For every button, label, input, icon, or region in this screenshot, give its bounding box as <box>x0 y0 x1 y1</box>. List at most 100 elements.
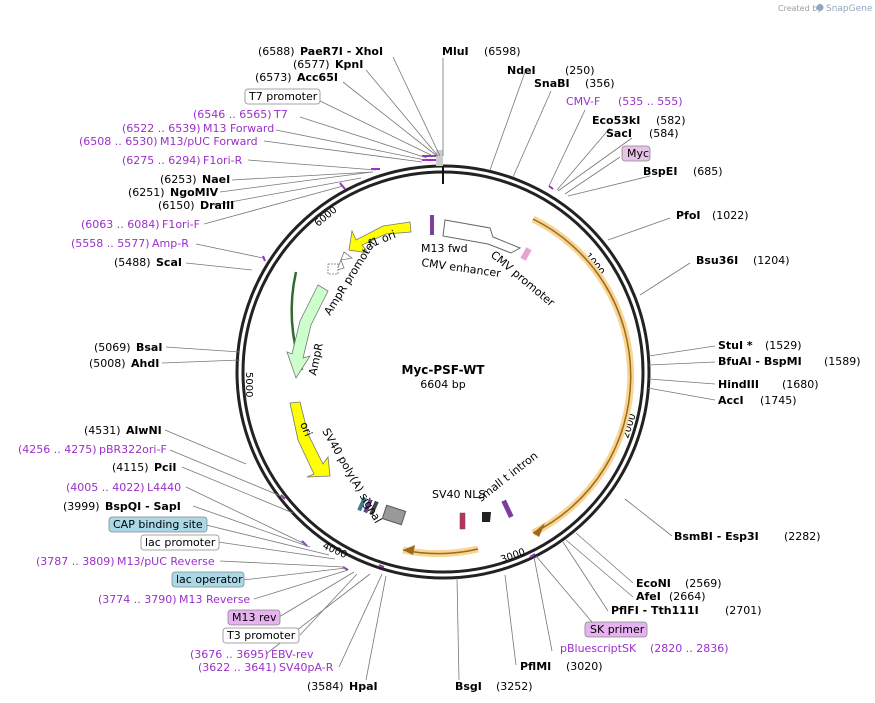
site-t7: (6546 .. 6565) T7 <box>193 108 288 121</box>
site-ebv-rev: (3676 .. 3695) EBV-rev <box>190 648 314 661</box>
site-pbr322ori-f: (4256 .. 4275) pBR322ori-F <box>18 443 167 456</box>
f1-ori: f1 ori <box>348 221 412 254</box>
amp-r-pos: (5558 .. 5577) <box>71 237 150 250</box>
plasmid-length: 6604 bp <box>420 378 465 391</box>
bsu36i-name: Bsu36I <box>696 254 738 267</box>
site-pbluescriptsk: pBluescriptSK (2820 .. 2836) <box>560 642 729 655</box>
small-t-intron-label: small t intron <box>475 449 540 504</box>
site-sv40pa-r: (3622 .. 3641) SV40pA-R <box>198 661 334 674</box>
snabi-pos: (356) <box>585 77 615 90</box>
cmv-f-pos: (535 .. 555) <box>618 95 683 108</box>
amp-r-name: Amp-R <box>152 237 189 250</box>
f1ori-r-name: F1ori-R <box>203 154 243 167</box>
hpai-name: HpaI <box>349 680 378 693</box>
kpni-name: KpnI <box>335 58 363 71</box>
site-sk-primer: SK primer <box>584 621 648 638</box>
pfoi-name: PfoI <box>676 209 701 222</box>
t7-name: T7 <box>273 108 288 121</box>
site-pflmi: PflMI (3020) <box>520 660 603 673</box>
afei-name: AfeI <box>636 590 661 603</box>
site-afei: AfeI (2664) <box>636 590 706 603</box>
bfuai-name: BfuAI - BspMI <box>718 355 802 368</box>
stui-name: StuI * <box>718 339 753 352</box>
center-label: Myc-PSF-WT 6604 bp <box>402 363 486 391</box>
ampr-label: AmpR <box>306 341 326 376</box>
site-bfuai: BfuAI - BspMI (1589) <box>718 355 861 368</box>
leader-lines-right <box>442 58 716 681</box>
lac-promoter-name: lac promoter <box>145 536 216 549</box>
site-f1ori-f: (6063 .. 6084) F1ori-F <box>81 218 200 231</box>
left-site-labels: (6588) PaeR7I - XhoI (6577) KpnI (6573) … <box>18 45 383 693</box>
site-ndei: NdeI (250) <box>507 64 595 77</box>
site-econi: EcoNI (2569) <box>636 577 722 590</box>
alwni-name: AlwNI <box>126 424 162 437</box>
pflmi-name: PflMI <box>520 660 551 673</box>
snapgene-logo-icon <box>816 4 824 11</box>
f1ori-r-pos: (6275 .. 6294) <box>122 154 201 167</box>
m13-puc-reverse-name: M13/pUC Reverse <box>117 555 215 568</box>
site-m13-rev: M13 rev <box>227 609 281 626</box>
site-naei: (6253) NaeI <box>160 173 230 186</box>
bsai-pos: (5069) <box>94 341 131 354</box>
snapgene-name: SnapGene <box>826 4 873 14</box>
site-f1ori-r: (6275 .. 6294) F1ori-R <box>122 154 243 167</box>
bsmbi-name: BsmBI - Esp3I <box>674 530 759 543</box>
m13-reverse-pos: (3774 .. 3790) <box>98 593 177 606</box>
site-acc65i: (6573) Acc65I <box>255 71 338 84</box>
pbluescriptsk-name: pBluescriptSK <box>560 642 637 655</box>
hpai-pos: (3584) <box>307 680 344 693</box>
m13-reverse-name: M13 Reverse <box>179 593 250 606</box>
pcii-pos: (4115) <box>112 461 149 474</box>
leader-lines-left <box>161 56 441 681</box>
draiii-pos: (6150) <box>158 199 195 212</box>
site-bsgi: BsgI (3252) <box>455 680 533 693</box>
m13-fwd-label: M13 fwd <box>421 242 468 255</box>
naei-pos: (6253) <box>160 173 197 186</box>
site-pflfi: PflFI - Tth111I (2701) <box>611 604 762 617</box>
scai-name: ScaI <box>156 256 182 269</box>
saci-name: SacI <box>606 127 632 140</box>
acci-pos: (1745) <box>760 394 797 407</box>
site-t7-promoter: T7 promoter <box>244 88 321 105</box>
bsmbi-pos: (2282) <box>784 530 821 543</box>
hindiii-pos: (1680) <box>782 378 819 391</box>
eco53ki-name: Eco53kI <box>592 114 640 127</box>
paer7i-name: PaeR7I - XhoI <box>300 45 383 58</box>
t3-promoter-name: T3 promoter <box>226 629 296 642</box>
pbluescriptsk-pos: (2820 .. 2836) <box>650 642 729 655</box>
acc65i-pos: (6573) <box>255 71 292 84</box>
site-bsai: (5069) BsaI <box>94 341 162 354</box>
bspqi-pos: (3999) <box>63 500 100 513</box>
sk-primer-name: SK primer <box>590 623 645 636</box>
site-m13-forward: (6522 .. 6539) M13 Forward <box>122 122 274 135</box>
naei-name: NaeI <box>202 173 230 186</box>
site-paer7i: (6588) PaeR7I - XhoI <box>258 45 383 58</box>
econi-pos: (2569) <box>685 577 722 590</box>
bspei-name: BspEI <box>643 165 677 178</box>
primer-marks <box>262 150 554 571</box>
ahdi-pos: (5008) <box>89 357 126 370</box>
site-kpni: (6577) KpnI <box>293 58 363 71</box>
econi-name: EcoNI <box>636 577 671 590</box>
eco53ki-pos: (582) <box>656 114 686 127</box>
snabi-name: SnaBI <box>534 77 570 90</box>
sv40-small-features <box>357 496 514 530</box>
alwni-pos: (4531) <box>84 424 121 437</box>
m13-puc-forward-name: M13/pUC Forward <box>160 135 258 148</box>
tick-5000: 5000 <box>243 372 254 397</box>
site-cmv-f: CMV-F (535 .. 555) <box>566 95 683 108</box>
cmv-f-name: CMV-F <box>566 95 600 108</box>
site-bsmbi: BsmBI - Esp3I (2282) <box>674 530 821 543</box>
pcii-name: PciI <box>154 461 176 474</box>
site-hindiii: HindIII (1680) <box>718 378 819 391</box>
afei-pos: (2664) <box>669 590 706 603</box>
bspei-pos: (685) <box>693 165 723 178</box>
site-bsu36i: Bsu36I (1204) <box>696 254 790 267</box>
site-pcii: (4115) PciI <box>112 461 176 474</box>
m13-puc-reverse-pos: (3787 .. 3809) <box>36 555 115 568</box>
ampr-features <box>286 251 353 379</box>
lac-operator-name: lac operator <box>176 573 243 586</box>
l4440-name: L4440 <box>147 481 181 494</box>
mlui-name: MluI <box>442 45 469 58</box>
m13-puc-forward-pos: (6508 .. 6530) <box>79 135 158 148</box>
